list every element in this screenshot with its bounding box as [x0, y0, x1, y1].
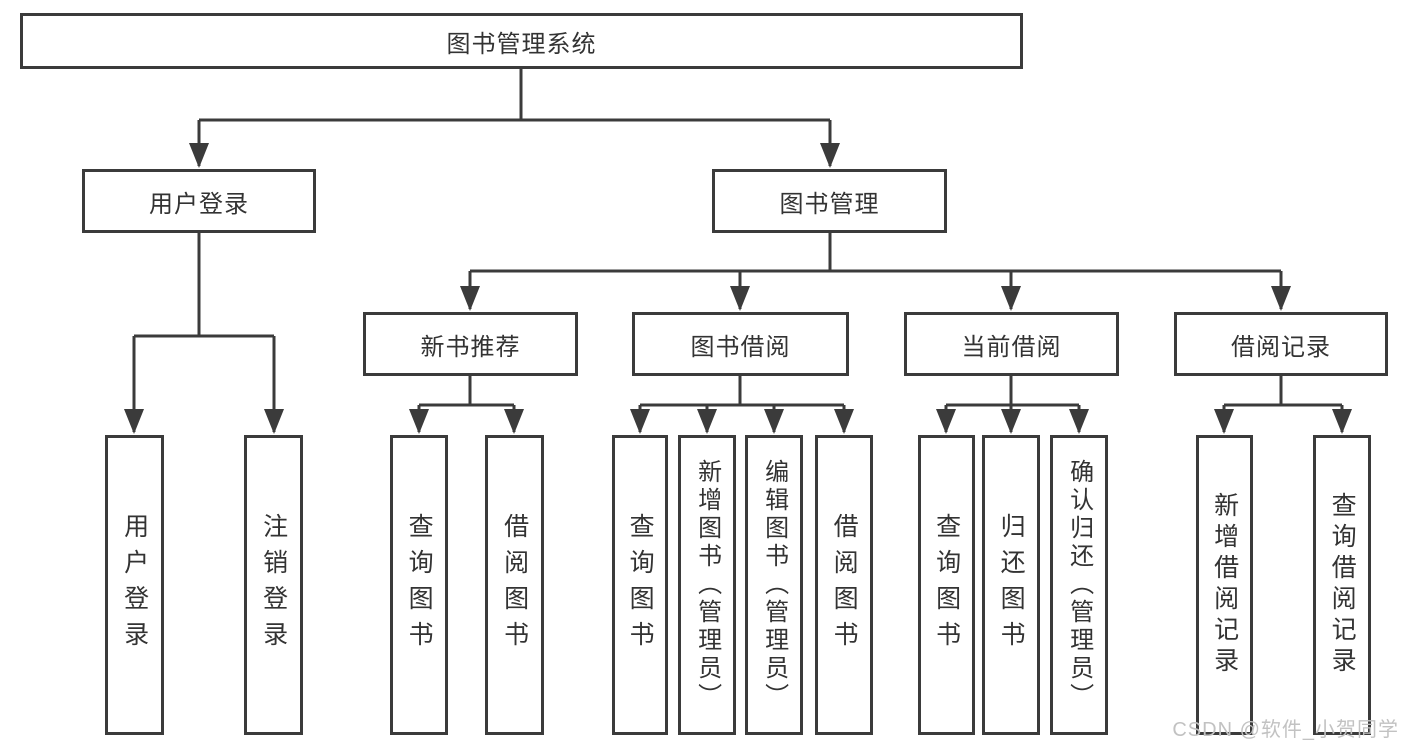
- csdn-watermark: CSDN @软件_小贺同学: [1172, 719, 1399, 741]
- node-label: 新书推荐: [420, 333, 521, 361]
- arrow-down-icon: [730, 286, 750, 311]
- arrow-down-icon: [936, 409, 956, 434]
- arrow-down-icon: [820, 143, 840, 168]
- arrow-down-icon: [504, 409, 524, 434]
- leaf-return-book: 归还图书: [982, 435, 1040, 735]
- leaf-label: 借阅图书: [500, 513, 529, 657]
- arrow-down-icon: [409, 409, 429, 434]
- leaf-label: 查询图书: [405, 513, 434, 657]
- leaf-query-books-recommend: 查询图书: [390, 435, 448, 735]
- node-label: 当前借阅: [961, 333, 1062, 361]
- node-borrowing-records: 借阅记录: [1174, 312, 1388, 376]
- arrow-down-icon: [697, 409, 717, 434]
- leaf-label: 新增图书（管理员）: [693, 459, 721, 711]
- leaf-label: 新增借阅记录: [1210, 492, 1239, 678]
- node-label: 借阅记录: [1231, 333, 1331, 361]
- leaf-borrow-books: 借阅图书: [815, 435, 873, 735]
- node-label: 图书借阅: [690, 333, 791, 361]
- leaf-label: 注销登录: [259, 513, 288, 657]
- node-book-borrowing: 图书借阅: [632, 312, 849, 376]
- connector-path: [132, 69, 1344, 432]
- leaf-edit-book-admin: 编辑图书（管理员）: [745, 435, 803, 735]
- node-book-management: 图书管理: [712, 169, 947, 233]
- arrow-down-icon: [124, 409, 144, 434]
- leaf-add-borrow-record: 新增借阅记录: [1196, 435, 1253, 735]
- arrowheads: [124, 143, 1352, 434]
- arrow-down-icon: [1332, 409, 1352, 434]
- leaf-confirm-return-admin: 确认归还（管理员）: [1050, 435, 1108, 735]
- arrow-down-icon: [630, 409, 650, 434]
- leaf-borrow-books-recommend: 借阅图书: [485, 435, 544, 735]
- leaf-label: 查询借阅记录: [1328, 492, 1357, 678]
- arrow-down-icon: [1069, 409, 1089, 434]
- leaf-label: 用户登录: [120, 513, 149, 657]
- leaf-logout: 注销登录: [244, 435, 303, 735]
- leaf-label: 编辑图书（管理员）: [760, 459, 788, 711]
- leaf-query-books-borrowing: 查询图书: [612, 435, 668, 735]
- node-library-system: 图书管理系统: [20, 13, 1023, 69]
- leaf-query-books-current: 查询图书: [918, 435, 975, 735]
- node-label: 图书管理系统: [446, 30, 597, 58]
- leaf-query-borrow-record: 查询借阅记录: [1313, 435, 1371, 735]
- node-user-login: 用户登录: [82, 169, 316, 233]
- arrow-down-icon: [189, 143, 209, 168]
- arrow-down-icon: [460, 286, 480, 311]
- arrow-down-icon: [834, 409, 854, 434]
- leaf-label: 确认归还（管理员）: [1065, 459, 1093, 711]
- arrow-down-icon: [764, 409, 784, 434]
- node-new-book-recommend: 新书推荐: [363, 312, 578, 376]
- leaf-user-login: 用户登录: [105, 435, 164, 735]
- leaf-label: 查询图书: [932, 513, 961, 657]
- arrow-down-icon: [1271, 286, 1291, 311]
- leaf-add-book-admin: 新增图书（管理员）: [678, 435, 736, 735]
- arrow-down-icon: [1001, 286, 1021, 311]
- leaf-label: 借阅图书: [830, 513, 859, 657]
- arrow-down-icon: [1001, 409, 1021, 434]
- leaf-label: 归还图书: [997, 513, 1026, 657]
- node-label: 用户登录: [149, 190, 249, 218]
- node-label: 图书管理: [779, 190, 880, 218]
- arrow-down-icon: [1214, 409, 1234, 434]
- arrow-down-icon: [264, 409, 284, 434]
- leaf-label: 查询图书: [626, 513, 655, 657]
- node-current-borrowing: 当前借阅: [904, 312, 1119, 376]
